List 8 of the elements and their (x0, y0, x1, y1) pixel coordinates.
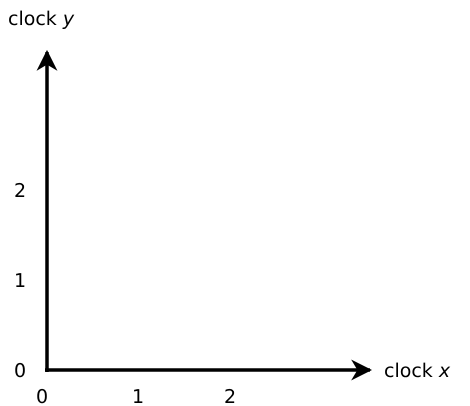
axis-title: clock y (8, 8, 74, 30)
tick-label: 1 (132, 386, 144, 406)
axis-title: clock x (384, 360, 450, 382)
tick-label: 2 (14, 180, 26, 202)
tick-label: 1 (14, 270, 26, 292)
tick-label: 0 (36, 386, 48, 406)
tick-label: 2 (224, 386, 236, 406)
tick-label: 0 (14, 360, 26, 382)
